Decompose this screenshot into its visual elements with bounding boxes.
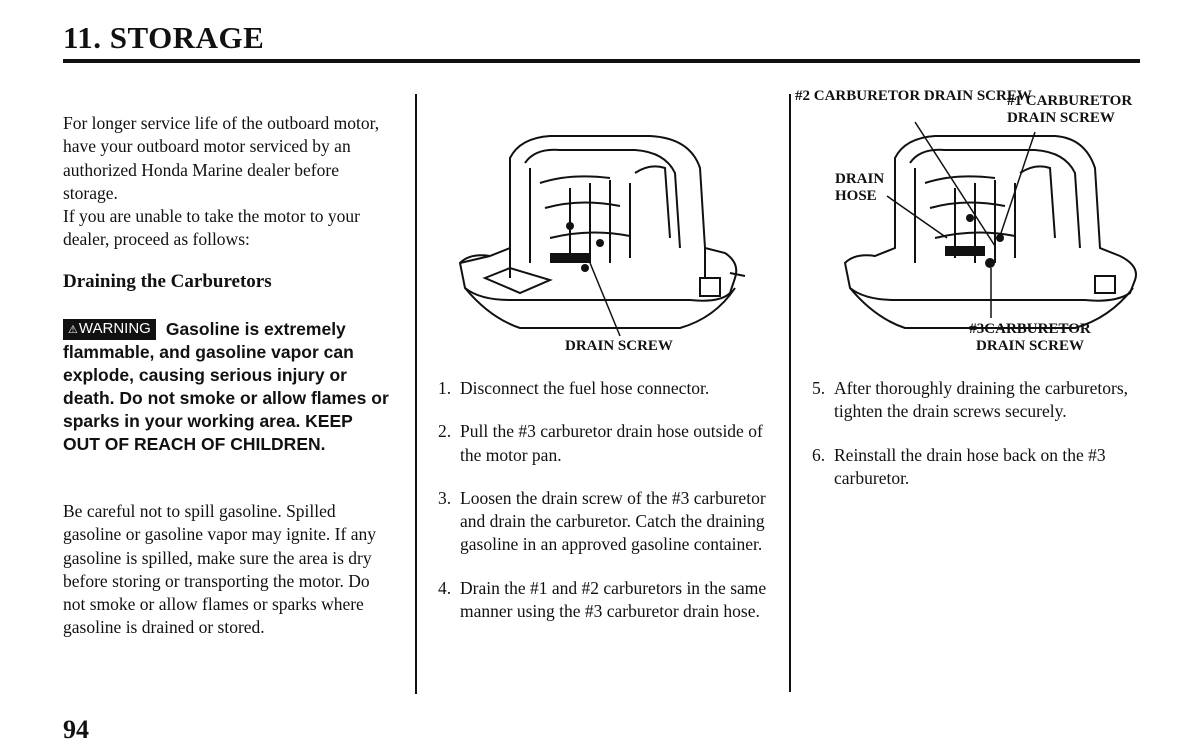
list-item: 3.Loosen the drain screw of the #3 carbu… bbox=[438, 487, 766, 555]
callout-carb1-drain-screw: #1 CARBURETOR DRAIN SCREW bbox=[1007, 93, 1133, 126]
title-rule bbox=[63, 59, 1140, 63]
page-number: 94 bbox=[63, 715, 89, 744]
warning-triangle-icon: ⚠ bbox=[68, 324, 78, 336]
warning-badge: ⚠WARNING bbox=[63, 319, 156, 340]
outboard-motor-drawing-left bbox=[458, 135, 746, 337]
intro-paragraph-1: For longer service life of the outboard … bbox=[63, 113, 380, 203]
callout-carb2-drain-screw: #2 CARBURETOR DRAIN SCREW bbox=[795, 88, 1032, 104]
figure-outboard-left: DRAIN SCREW bbox=[450, 128, 750, 358]
outboard-motor-drawing-right bbox=[843, 121, 1137, 329]
list-item: 5.After thoroughly draining the carburet… bbox=[812, 378, 1129, 422]
callout-drain-screw: DRAIN SCREW bbox=[565, 338, 673, 354]
steps-list-middle: 1.Disconnect the fuel hose connector. 2.… bbox=[438, 377, 768, 643]
caution-text: Be careful not to spill gasoline. Spille… bbox=[63, 500, 396, 640]
list-item: 4.Drain the #1 and #2 carburetors in the… bbox=[438, 577, 767, 622]
figure-outboard-right: #2 CARBURETOR DRAIN SCREW #1 CARBURETOR … bbox=[795, 88, 1155, 363]
intro-text: For longer service life of the outboard … bbox=[63, 112, 393, 252]
caution-paragraph: Be careful not to spill gasoline. Spille… bbox=[63, 501, 376, 638]
callout-drain-hose: DRAIN HOSE bbox=[835, 171, 885, 204]
section-heading: Draining the Carburetors bbox=[63, 271, 272, 292]
page-title: 11. STORAGE bbox=[63, 20, 265, 55]
list-item: 2.Pull the #3 carburetor drain hose outs… bbox=[438, 421, 763, 465]
callout-carb3-drain-screw: #3CARBURETOR DRAIN SCREW bbox=[969, 321, 1091, 354]
warning-text: Gasoline is extremely flammable, and gas… bbox=[63, 319, 389, 454]
column-divider-left bbox=[415, 94, 417, 694]
intro-paragraph-2: If you are unable to take the motor to y… bbox=[63, 206, 360, 250]
column-divider-right bbox=[789, 94, 791, 692]
warning-badge-label: WARNING bbox=[78, 320, 151, 337]
list-item: 1.Disconnect the fuel hose connector. bbox=[438, 378, 710, 398]
list-item: 6.Reinstall the drain hose back on the #… bbox=[812, 444, 1106, 488]
steps-list-right: 5.After thoroughly draining the carburet… bbox=[812, 377, 1142, 510]
